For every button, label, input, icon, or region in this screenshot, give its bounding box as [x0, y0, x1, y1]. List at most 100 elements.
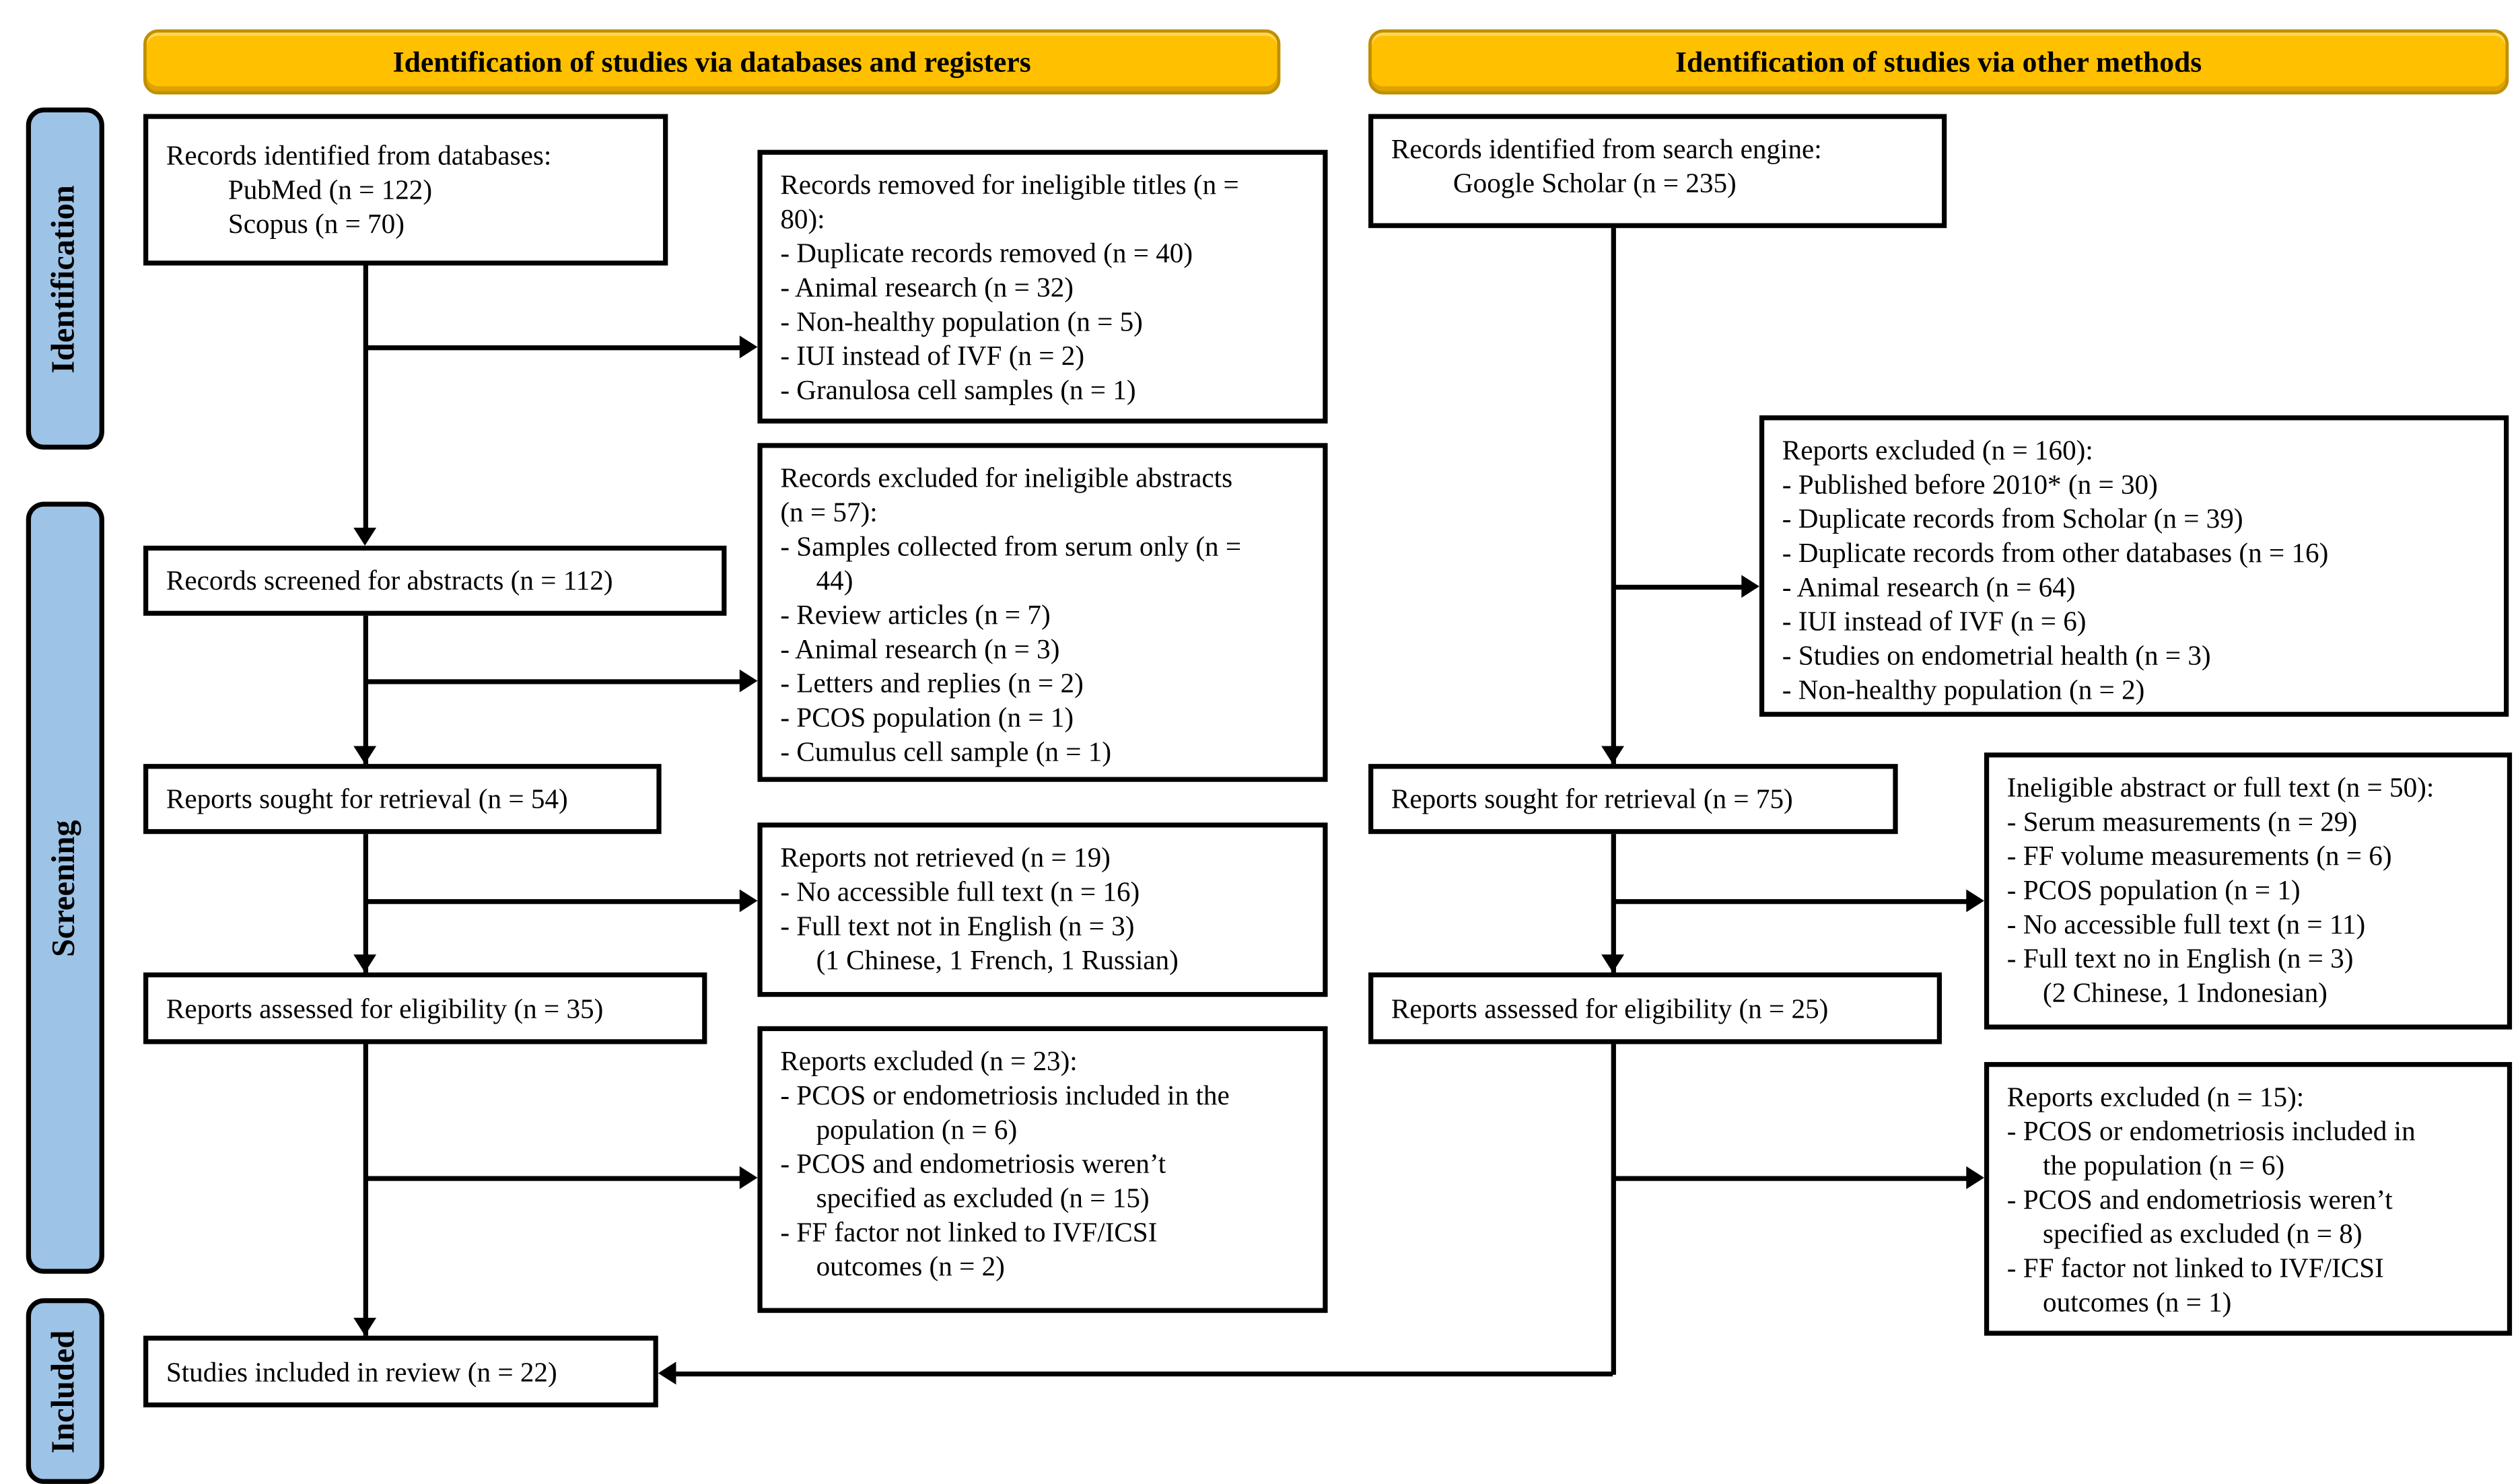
box-reports-assessed-left-label: Reports assessed for eligibility (n = 35… [166, 993, 604, 1024]
phase-identification: Identification [26, 107, 104, 450]
arrowhead-down-assessed-right [1601, 954, 1625, 973]
box-text-line: specified as excluded (n = 8) [2043, 1218, 2362, 1250]
box-text-line: population (n = 6) [816, 1114, 1018, 1145]
box-text-line: - Full text no in English (n = 3) [2006, 943, 2354, 975]
box-records-screened: Records screened for abstracts (n = 112) [143, 545, 727, 616]
arrow-line-assessed-to-included [363, 1044, 368, 1336]
box-text-line: - Non-healthy population (n = 2) [1782, 674, 2145, 705]
box-text-line: - PCOS population (n = 1) [2006, 874, 2301, 906]
box-reports-not-retrieved: Reports not retrieved (n = 19)- No acces… [757, 822, 1328, 997]
box-reports-sought-right-label: Reports sought for retrieval (n = 75) [1391, 783, 1793, 815]
box-text-line: - Animal research (n = 3) [780, 633, 1060, 665]
box-text-line: - Non-healthy population (n = 5) [780, 306, 1143, 338]
box-text-line: - PCOS or endometriosis included in [2006, 1115, 2416, 1147]
arrow-line-branch-not-retrieved [365, 899, 743, 904]
box-text-line: - IUI instead of IVF (n = 2) [780, 340, 1085, 372]
box-text-line: - PCOS and endometriosis weren’t [780, 1148, 1166, 1180]
arrowhead-down-included [353, 1318, 377, 1336]
box-text-line: - Samples collected from serum only (n = [780, 531, 1242, 563]
box-text-line: - Serum measurements (n = 29) [2006, 806, 2358, 838]
box-reports-assessed-right: Reports assessed for eligibility (n = 25… [1368, 972, 1942, 1045]
box-text-line: - Letters and replies (n = 2) [780, 668, 1084, 699]
box-text-line: - Animal research (n = 64) [1782, 571, 2076, 603]
box-text-line: - Duplicate records removed (n = 40) [780, 238, 1193, 269]
box-records-identified-search-engine: Records identified from search engine:Go… [1368, 114, 1947, 228]
box-text-line: 44) [816, 565, 853, 596]
box-text-line: PubMed (n = 122) [228, 174, 433, 205]
box-text-line: - Duplicate records from Scholar (n = 39… [1782, 503, 2243, 534]
arrowhead-down-sought-right [1601, 746, 1625, 765]
box-text-line: Reports not retrieved (n = 19) [780, 842, 1111, 874]
arrowhead-down-screened [353, 528, 377, 546]
arrow-line-branch-excluded-160 [1613, 584, 1745, 589]
box-records-screened-label: Records screened for abstracts (n = 112) [166, 565, 613, 596]
box-reports-assessed-right-label: Reports assessed for eligibility (n = 25… [1391, 993, 1829, 1024]
box-text-line: - IUI instead of IVF (n = 6) [1782, 606, 2087, 637]
box-text-line: - FF factor not linked to IVF/ICSI [2006, 1252, 2384, 1284]
box-text-line: (1 Chinese, 1 French, 1 Russian) [816, 944, 1179, 976]
header-databases-registers: Identification of studies via databases … [143, 29, 1281, 95]
box-reports-excluded-15: Reports excluded (n = 15):- PCOS or endo… [1984, 1062, 2513, 1336]
box-records-identified-databases: Records identified from databases:PubMed… [143, 114, 668, 266]
box-text-line: Scopus (n = 70) [228, 208, 405, 240]
box-text-line: specified as excluded (n = 15) [816, 1182, 1150, 1214]
box-text-line: - Review articles (n = 7) [780, 599, 1051, 631]
arrow-line-identified-to-screened [363, 265, 368, 533]
arrow-line-branch-ineligible-fulltext [1613, 899, 1970, 904]
box-text-line: Reports excluded (n = 23): [780, 1045, 1078, 1077]
box-text-line: Reports excluded (n = 15): [2006, 1082, 2305, 1113]
box-text-line: (n = 57): [780, 497, 878, 528]
header-other-methods-label: Identification of studies via other meth… [1675, 44, 2202, 77]
arrowhead-right-excluded-abstracts [739, 669, 758, 693]
box-text-line: - Duplicate records from other databases… [1782, 537, 2329, 569]
phase-screening: Screening [26, 501, 104, 1274]
box-text-line: - Animal research (n = 32) [780, 272, 1074, 304]
arrow-line-right-to-studies-included [676, 1371, 1613, 1376]
box-records-excluded-abstracts: Records excluded for ineligible abstract… [757, 443, 1328, 782]
arrow-line-branch-reports-excluded-left [365, 1176, 743, 1180]
box-text-line: - PCOS or endometriosis included in the [780, 1080, 1230, 1111]
header-other-methods: Identification of studies via other meth… [1368, 29, 2509, 95]
box-text-line: the population (n = 6) [2043, 1150, 2285, 1181]
arrowhead-left-studies-included [658, 1362, 676, 1385]
arrow-line-branch-reports-excluded-15 [1613, 1176, 1970, 1180]
box-text-line: - Granulosa cell samples (n = 1) [780, 374, 1136, 406]
phase-screening-label: Screening [46, 819, 83, 956]
box-text-line: 80): [780, 203, 825, 235]
box-records-removed-titles: Records removed for ineligible titles (n… [757, 149, 1328, 424]
box-text-line: - FF volume measurements (n = 6) [2006, 840, 2392, 872]
arrow-line-assessed-right-down [1611, 1044, 1615, 1375]
box-studies-included-label: Studies included in review (n = 22) [166, 1355, 557, 1387]
box-reports-assessed-left: Reports assessed for eligibility (n = 35… [143, 972, 707, 1045]
box-text-line: Ineligible abstract or full text (n = 50… [2006, 772, 2435, 804]
box-text-line: - PCOS and endometriosis weren’t [2006, 1184, 2393, 1215]
box-text-line: - PCOS population (n = 1) [780, 702, 1074, 734]
header-databases-registers-label: Identification of studies via databases … [392, 44, 1031, 77]
arrowhead-down-assessed-left [353, 954, 377, 973]
box-reports-sought-left: Reports sought for retrieval (n = 54) [143, 764, 662, 835]
box-text-line: - Cumulus cell sample (n = 1) [780, 736, 1112, 767]
box-studies-included: Studies included in review (n = 22) [143, 1335, 658, 1408]
phase-identification-label: Identification [46, 184, 83, 373]
arrowhead-right-ineligible-fulltext [1966, 889, 1984, 913]
box-text-line: - FF factor not linked to IVF/ICSI [780, 1216, 1158, 1248]
box-text-line: (2 Chinese, 1 Indonesian) [2043, 977, 2328, 1009]
box-ineligible-abstract-fulltext: Ineligible abstract or full text (n = 50… [1984, 752, 2513, 1030]
arrowhead-right-excluded-160 [1741, 575, 1759, 598]
arrow-line-search-to-sought-right [1611, 227, 1615, 765]
box-text-line: Records identified from databases: [166, 140, 552, 172]
arrowhead-right-removed-titles [739, 335, 758, 359]
box-text-line: Reports excluded (n = 160): [1782, 435, 2093, 466]
box-text-line: Google Scholar (n = 235) [1452, 168, 1737, 199]
arrowhead-down-sought-left [353, 746, 377, 765]
arrow-line-branch-excluded-abstracts [365, 679, 743, 684]
box-reports-sought-left-label: Reports sought for retrieval (n = 54) [166, 783, 568, 815]
box-text-line: - No accessible full text (n = 16) [780, 876, 1140, 908]
box-text-line: - Studies on endometrial health (n = 3) [1782, 640, 2211, 672]
box-text-line: - No accessible full text (n = 11) [2006, 909, 2366, 940]
box-text-line: outcomes (n = 2) [816, 1250, 1005, 1282]
box-reports-excluded-160: Reports excluded (n = 160):- Published b… [1759, 415, 2509, 717]
phase-included-label: Included [46, 1329, 83, 1453]
